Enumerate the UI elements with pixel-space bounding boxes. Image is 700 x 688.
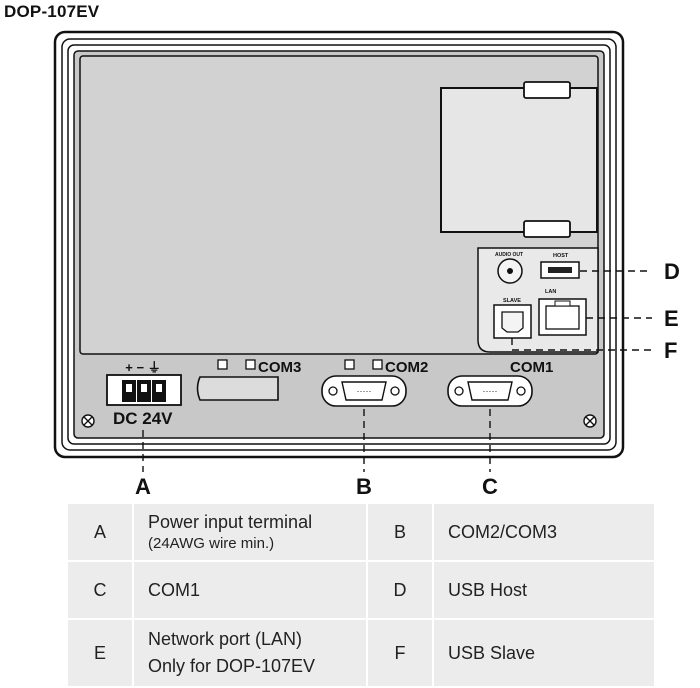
host-label: HOST bbox=[553, 253, 569, 259]
com2-dsub bbox=[341, 381, 387, 401]
screw-bottom-left-slot-b bbox=[83, 416, 93, 426]
com2-screw-left bbox=[328, 386, 338, 396]
terminal-screw-1 bbox=[126, 384, 132, 392]
power-symbols: + − ⏚ bbox=[125, 360, 160, 375]
com2-label: COM2 bbox=[385, 359, 428, 376]
screw-bottom-right-slot-b bbox=[585, 416, 595, 426]
com2-screw-right bbox=[390, 386, 400, 396]
value-text: Power input terminal bbox=[148, 512, 313, 532]
port-legend-table: A Power input terminal (24AWG wire min.)… bbox=[66, 502, 656, 688]
table-cell-key: D bbox=[366, 560, 434, 620]
lan-label: LAN bbox=[545, 289, 556, 295]
table-cell-value: Power input terminal (24AWG wire min.) bbox=[132, 502, 368, 562]
com1-port: ····· bbox=[447, 375, 533, 407]
table-cell-value: USB Host bbox=[432, 560, 656, 620]
terminal-screw-2 bbox=[141, 384, 147, 392]
table-cell-value: COM1 bbox=[132, 560, 368, 620]
audio-jack-hole bbox=[507, 268, 513, 274]
lan-clip bbox=[554, 300, 571, 307]
terminal-screw-3 bbox=[156, 384, 162, 392]
table-cell-value: Network port (LAN) Only for DOP-107EV bbox=[132, 618, 368, 688]
com3-led-2 bbox=[245, 359, 256, 370]
com3-blank bbox=[196, 376, 279, 401]
value-text: Network port (LAN) bbox=[148, 629, 303, 649]
callout-f-line bbox=[511, 338, 652, 351]
usb-slave-inner bbox=[501, 311, 524, 333]
com1-pins: ····· bbox=[483, 386, 498, 396]
com2-pins: ····· bbox=[357, 386, 372, 396]
com2-port: ····· bbox=[321, 375, 407, 407]
table-cell-key: E bbox=[66, 618, 134, 688]
device-rear-diagram: AUDIO OUT HOST LAN SLAVE + − ⏚ DC 24V CO… bbox=[53, 30, 680, 499]
callout-d: D bbox=[664, 259, 680, 284]
com2-led-1 bbox=[344, 359, 355, 370]
page-title: DOP-107EV bbox=[4, 2, 100, 21]
value-subtext: (24AWG wire min.) bbox=[148, 535, 275, 552]
callout-b: B bbox=[356, 474, 372, 499]
com3-led-1 bbox=[217, 359, 228, 370]
slave-label: SLAVE bbox=[503, 298, 521, 304]
cover-clip-bottom bbox=[523, 220, 571, 238]
battery-cover bbox=[440, 87, 598, 233]
callout-c: C bbox=[482, 474, 498, 499]
table-cell-key: A bbox=[66, 502, 134, 562]
table-cell-value: COM2/COM3 bbox=[432, 502, 656, 562]
callout-a: A bbox=[135, 474, 151, 499]
com1-label: COM1 bbox=[510, 359, 553, 376]
com3-label: COM3 bbox=[258, 359, 301, 376]
com1-screw-left bbox=[454, 386, 464, 396]
bezel-frame bbox=[61, 38, 617, 451]
cover-clip-top bbox=[523, 81, 571, 99]
com1-screw-right bbox=[516, 386, 526, 396]
com1-dsub bbox=[467, 381, 513, 401]
screw-bottom-left bbox=[81, 414, 95, 428]
usb-host-slot bbox=[548, 267, 572, 273]
table-row: A Power input terminal (24AWG wire min.)… bbox=[66, 502, 656, 562]
table-row: E Network port (LAN) Only for DOP-107EV … bbox=[66, 618, 656, 688]
audio-out-label: AUDIO OUT bbox=[495, 252, 523, 258]
table-row: C COM1 D USB Host bbox=[66, 560, 656, 620]
power-label: DC 24V bbox=[113, 409, 173, 428]
outer-bezel bbox=[53, 30, 625, 459]
screw-bottom-right bbox=[583, 414, 597, 428]
com2-led-2 bbox=[372, 359, 383, 370]
callout-e: E bbox=[664, 306, 679, 331]
table-cell-key: F bbox=[366, 618, 434, 688]
bezel-inner bbox=[67, 44, 611, 445]
value-line2: Only for DOP-107EV bbox=[148, 656, 316, 676]
table-cell-key: B bbox=[366, 502, 434, 562]
table-cell-value: USB Slave bbox=[432, 618, 656, 688]
table-cell-key: C bbox=[66, 560, 134, 620]
callout-f: F bbox=[664, 338, 677, 363]
